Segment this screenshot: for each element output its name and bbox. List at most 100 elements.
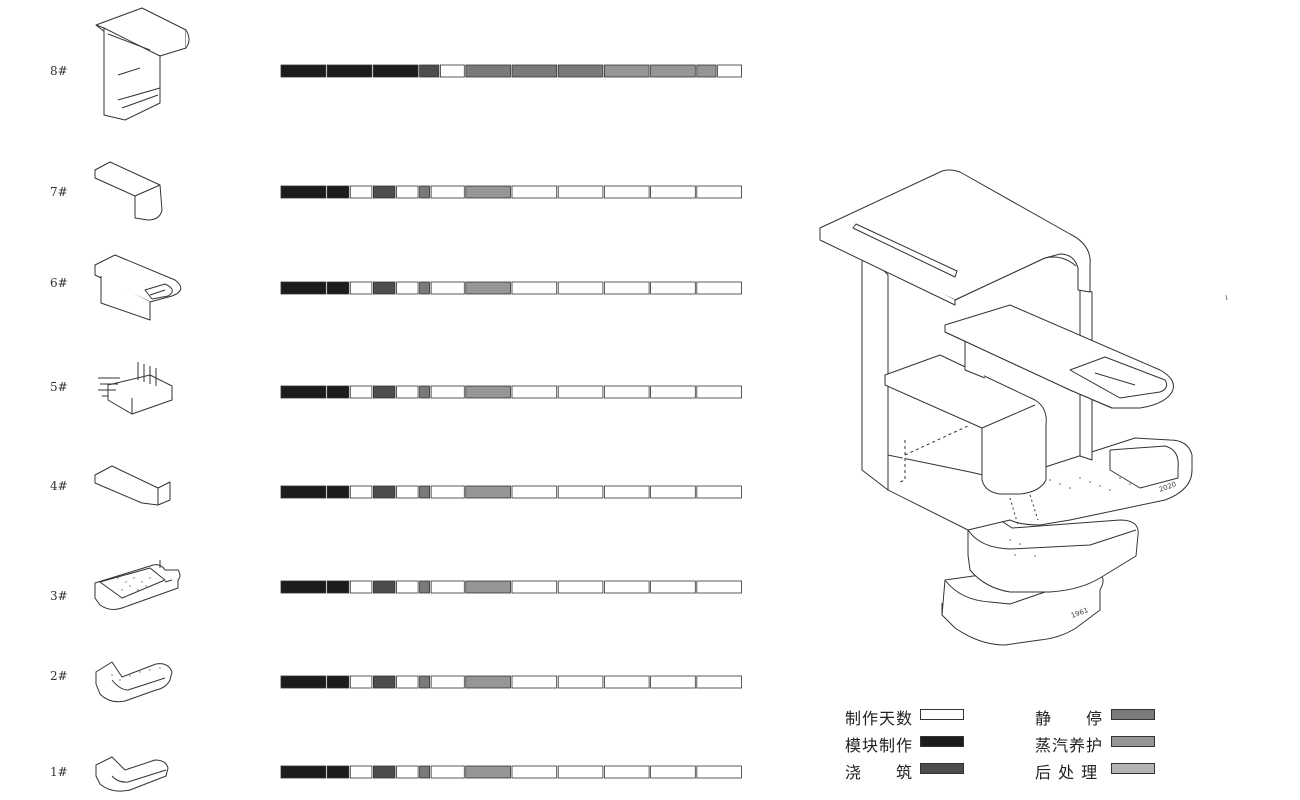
gantt-cell-row4-8 <box>511 485 558 499</box>
module-3-drawing <box>94 560 181 610</box>
gantt-cell-row4-3 <box>372 485 396 499</box>
row-label-4: 4# <box>50 479 68 493</box>
module-1-drawing <box>95 756 169 792</box>
gantt-cell-row5-3 <box>372 385 396 399</box>
gantt-cell-row3-0 <box>280 580 327 594</box>
gantt-cell-row8-0 <box>280 64 327 78</box>
gantt-cell-row2-10 <box>604 675 650 689</box>
gantt-cell-row6-8 <box>511 281 558 295</box>
gantt-cell-row4-10 <box>604 485 650 499</box>
gantt-cell-row4-12 <box>696 485 742 499</box>
gantt-cell-row1-3 <box>372 765 396 779</box>
gantt-cell-row2-7 <box>465 675 511 689</box>
legend-swatch-module <box>920 736 964 747</box>
gantt-cell-row7-8 <box>511 185 558 199</box>
legend-swatch-days <box>920 709 964 720</box>
gantt-cell-row5-6 <box>430 385 465 399</box>
gantt-cell-row8-9 <box>650 64 696 78</box>
gantt-cell-row3-7 <box>465 580 511 594</box>
module-7-drawing <box>94 161 163 221</box>
gantt-cell-row3-9 <box>557 580 604 594</box>
gantt-cell-row2-6 <box>430 675 465 689</box>
gantt-cell-row7-9 <box>557 185 604 199</box>
gantt-cell-row2-11 <box>650 675 696 689</box>
row-label-3: 3# <box>50 589 68 603</box>
gantt-cell-row1-6 <box>430 765 465 779</box>
gantt-cell-row5-9 <box>557 385 604 399</box>
module-6-drawing <box>94 254 182 321</box>
gantt-cell-row1-0 <box>280 765 327 779</box>
gantt-cell-row5-7 <box>465 385 511 399</box>
gantt-cell-row2-2 <box>349 675 373 689</box>
gantt-cell-row6-7 <box>465 281 511 295</box>
gantt-cell-row7-7 <box>465 185 511 199</box>
gantt-cell-row6-4 <box>396 281 419 295</box>
gantt-cell-row1-12 <box>696 765 742 779</box>
gantt-cell-row6-12 <box>696 281 742 295</box>
gantt-cell-row2-4 <box>396 675 419 689</box>
gantt-cell-row2-0 <box>280 675 327 689</box>
gantt-cell-row7-11 <box>650 185 696 199</box>
row-label-2: 2# <box>50 669 68 683</box>
gantt-cell-row2-8 <box>511 675 558 689</box>
gantt-cell-row6-0 <box>280 281 327 295</box>
gantt-cell-row2-5 <box>419 675 431 689</box>
gantt-cell-row1-4 <box>396 765 419 779</box>
gantt-cell-row2-9 <box>557 675 604 689</box>
gantt-cell-row2-12 <box>696 675 742 689</box>
gantt-cell-row5-5 <box>419 385 431 399</box>
module-5-drawing <box>98 362 173 415</box>
row-label-5: 5# <box>50 380 68 394</box>
legend-swatch-steam <box>1111 736 1155 747</box>
gantt-cell-row7-2 <box>349 185 373 199</box>
gantt-cell-row3-11 <box>650 580 696 594</box>
gantt-cell-row7-4 <box>396 185 419 199</box>
gantt-cell-row7-1 <box>326 185 350 199</box>
module-4-drawing <box>94 465 171 506</box>
gantt-cell-row8-3 <box>419 64 440 78</box>
legend-swatch-pour <box>920 763 964 774</box>
gantt-cell-row1-7 <box>465 765 511 779</box>
stray-mark: ι <box>1225 293 1229 302</box>
gantt-cell-row1-5 <box>419 765 431 779</box>
legend: 制作天数 模块制作 浇 筑 静 停 蒸汽养护 后 处 理 <box>845 705 1175 785</box>
gantt-cell-row3-12 <box>696 580 742 594</box>
row-label-8: 8# <box>50 64 68 78</box>
legend-label-pour: 浇 筑 <box>845 763 914 782</box>
gantt-cell-row5-0 <box>280 385 327 399</box>
gantt-cell-row4-9 <box>557 485 604 499</box>
gantt-cell-row6-10 <box>604 281 650 295</box>
gantt-cell-row8-11 <box>717 64 742 78</box>
gantt-cell-row6-5 <box>419 281 431 295</box>
legend-label-module: 模块制作 <box>845 736 914 755</box>
gantt-cell-row4-5 <box>419 485 431 499</box>
gantt-cell-row3-2 <box>349 580 373 594</box>
gantt-cell-row8-7 <box>557 64 604 78</box>
gantt-cell-row6-11 <box>650 281 696 295</box>
gantt-cell-row2-1 <box>326 675 350 689</box>
gantt-cell-row5-2 <box>349 385 373 399</box>
gantt-cell-row4-2 <box>349 485 373 499</box>
gantt-cell-row7-10 <box>604 185 650 199</box>
gantt-cell-row6-2 <box>349 281 373 295</box>
gantt-cell-row4-11 <box>650 485 696 499</box>
gantt-cell-row5-8 <box>511 385 558 399</box>
gantt-cell-row3-1 <box>326 580 350 594</box>
gantt-cell-row8-2 <box>372 64 419 78</box>
gantt-cell-row1-1 <box>326 765 350 779</box>
gantt-cell-row8-5 <box>465 64 511 78</box>
gantt-cell-row5-11 <box>650 385 696 399</box>
gantt-bars <box>280 64 742 779</box>
gantt-cell-row1-10 <box>604 765 650 779</box>
gantt-cell-row7-12 <box>696 185 742 199</box>
gantt-cell-row8-10 <box>696 64 717 78</box>
gantt-cell-row7-5 <box>419 185 431 199</box>
legend-swatch-rest <box>1111 709 1155 720</box>
gantt-cell-row7-3 <box>372 185 396 199</box>
gantt-cell-row3-5 <box>419 580 431 594</box>
row-label-1: 1# <box>50 765 68 779</box>
gantt-cell-row1-11 <box>650 765 696 779</box>
row-label-6: 6# <box>50 276 68 290</box>
gantt-cell-row2-3 <box>372 675 396 689</box>
gantt-cell-row5-4 <box>396 385 419 399</box>
